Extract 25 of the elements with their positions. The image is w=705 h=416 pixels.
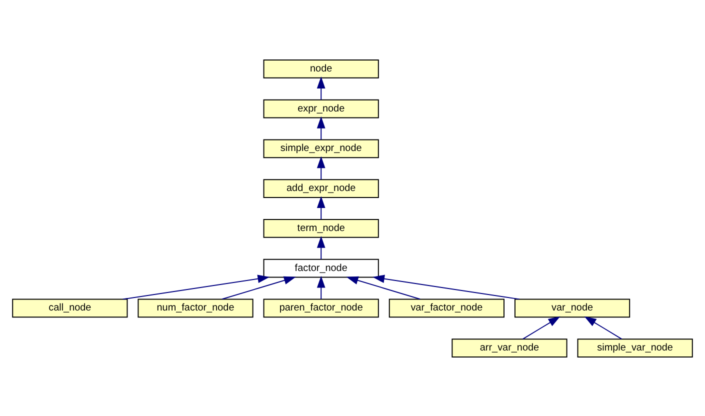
node-box: simple_var_node (577, 338, 693, 358)
arrow (222, 276, 296, 300)
node-box: term_node (263, 218, 379, 238)
node-box: arr_var_node (452, 338, 568, 358)
arrow (316, 275, 326, 300)
node-box: factor_node (263, 258, 379, 278)
arrow (316, 196, 326, 220)
arrow (346, 276, 421, 300)
node-box: paren_factor_node (263, 298, 379, 318)
arrow (522, 316, 560, 339)
node-box: expr_node (263, 98, 379, 118)
node-box: num_factor_node (138, 298, 254, 318)
arrow (316, 76, 326, 100)
node-box: call_node (12, 298, 128, 318)
arrow (584, 316, 622, 339)
node-box: simple_expr_node (263, 138, 379, 158)
node-box: var_node (514, 298, 630, 318)
node-box: node (263, 58, 379, 78)
node-box: var_factor_node (388, 298, 504, 318)
arrow (372, 274, 520, 300)
node-box: add_expr_node (263, 178, 379, 198)
arrow (316, 235, 326, 260)
arrow (122, 274, 270, 300)
arrow (316, 156, 326, 180)
arrow (316, 116, 326, 140)
